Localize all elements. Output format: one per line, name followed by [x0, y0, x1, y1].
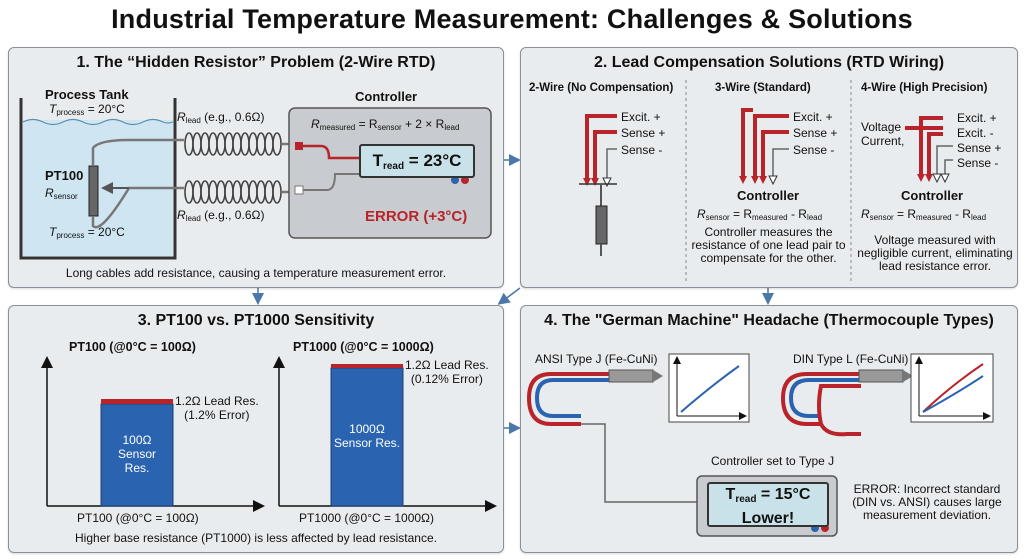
c2-sense-plus: Sense +: [793, 126, 838, 140]
panel-lead-compensation: 2. Lead Compensation Solutions (RTD Wiri…: [520, 47, 1018, 288]
pt100-bar-label: 100Ω Sensor Res.: [117, 433, 157, 475]
tank-title: Process Tank: [45, 87, 129, 102]
pt1000-lead-label: 1.2Ω Lead Res.(0.12% Error): [405, 358, 489, 386]
c3-description: Voltage measured with negligible current…: [857, 233, 1013, 273]
panel1-footer: Long cables add resistance, causing a te…: [65, 266, 447, 280]
tank-wall: [19, 98, 177, 260]
four-wire-diagram: [905, 116, 953, 184]
din-thermocouple: [780, 369, 913, 437]
pt100-label: PT100: [45, 168, 84, 183]
c3-voltage: Voltage: [861, 120, 902, 134]
panel3-chart: [41, 356, 497, 512]
controller-title: Controller: [355, 89, 418, 104]
panel1-title: 1. The “Hidden Resistor” Problem (2-Wire…: [76, 54, 436, 71]
tc-error-text: ERROR: Incorrect standard (DIN vs. ANSI)…: [852, 482, 1002, 522]
pt100-lead-bar: [101, 399, 173, 404]
lead-coil-bottom: [184, 180, 282, 204]
c3-formula: Rsensor = Rmeasured - Rlead: [861, 207, 987, 222]
controller-set-label: Controller set to Type J: [711, 454, 835, 468]
t-process-bottom: Tprocess = 20°C: [49, 225, 125, 240]
c2-excit-plus: Excit. +: [793, 110, 833, 124]
panel-sensitivity: 3. PT100 vs. PT1000 Sensitivity PT100 (@…: [8, 305, 504, 553]
t-process-top: Tprocess = 20°C: [49, 102, 125, 117]
measured-formula: Rmeasured = Rsensor + 2 × Rlead: [311, 117, 460, 132]
panel2-title: 2. Lead Compensation Solutions (RTD Wiri…: [593, 54, 945, 71]
error-label: ERROR (+3°C): [365, 208, 468, 225]
c3-excit-minus: Excit. -: [957, 126, 994, 140]
c3-sense-minus: Sense -: [957, 156, 999, 170]
din-label: DIN Type L (Fe-CuNi): [793, 352, 909, 366]
pt100-lead-label: 1.2Ω Lead Res.(1.2% Error): [175, 394, 259, 422]
col1-title: 2-Wire (No Compensation): [529, 82, 674, 94]
pt100-axis-label: PT100 (@0°C = 100Ω): [77, 511, 199, 525]
c3-sense-plus: Sense +: [957, 141, 1002, 155]
c2-controller: Controller: [737, 188, 800, 203]
c2-description: Controller measures the resistance of on…: [691, 225, 846, 265]
three-wire-diagram: [739, 108, 789, 186]
pt1000-title: PT1000 (@0°C = 1000Ω): [293, 340, 434, 354]
col2-title: 3-Wire (Standard): [715, 82, 811, 94]
panel-thermocouple: 4. The "German Machine" Headache (Thermo…: [520, 305, 1018, 553]
ansi-label: ANSI Type J (Fe-CuNi): [535, 352, 658, 366]
ansi-thermocouple: [526, 369, 697, 503]
panel2-drawing: [579, 80, 953, 283]
lcd-display: Tread = 23°C: [359, 144, 475, 178]
two-wire-diagram: [579, 114, 617, 256]
pt1000-sensor-bar: [330, 367, 404, 507]
c2-formula: Rsensor = Rmeasured - Rlead: [697, 207, 823, 222]
c3-excit-plus: Excit. +: [957, 111, 997, 125]
c3-controller: Controller: [901, 188, 964, 203]
c2-sense-minus: Sense -: [793, 143, 835, 157]
pt100-sensor-bar: [100, 403, 174, 507]
c1-sense-minus: Sense -: [621, 143, 663, 157]
panel-hidden-resistor: 1. The “Hidden Resistor” Problem (2-Wire…: [8, 47, 504, 288]
r-sensor-label: Rsensor: [45, 186, 78, 201]
pt100-title: PT100 (@0°C = 100Ω): [69, 340, 196, 354]
pt1000-axis-label: PT1000 (@0°C = 1000Ω): [299, 511, 435, 525]
col3-title: 4-Wire (High Precision): [861, 82, 988, 94]
r-lead-top: Rlead (e.g., 0.6Ω): [177, 110, 265, 125]
c1-excit-plus: Excit. +: [621, 110, 661, 124]
c3-current: Current,: [861, 134, 905, 148]
pt100-probe: [88, 165, 99, 217]
lead-coil-top: [184, 132, 282, 156]
pt1000-lead-bar: [331, 364, 403, 368]
panel4-title: 4. The "German Machine" Headache (Thermo…: [544, 312, 994, 329]
r-lead-bottom: Rlead (e.g., 0.6Ω): [177, 208, 265, 223]
pt1000-bar-label: 1000Ω Sensor Res.: [333, 422, 401, 450]
panel3-title: 3. PT100 vs. PT1000 Sensitivity: [137, 312, 375, 329]
c1-sense-plus: Sense +: [621, 126, 666, 140]
main-title: Industrial Temperature Measurement: Chal…: [111, 4, 913, 34]
panel3-footer: Higher base resistance (PT1000) is less …: [75, 531, 437, 545]
